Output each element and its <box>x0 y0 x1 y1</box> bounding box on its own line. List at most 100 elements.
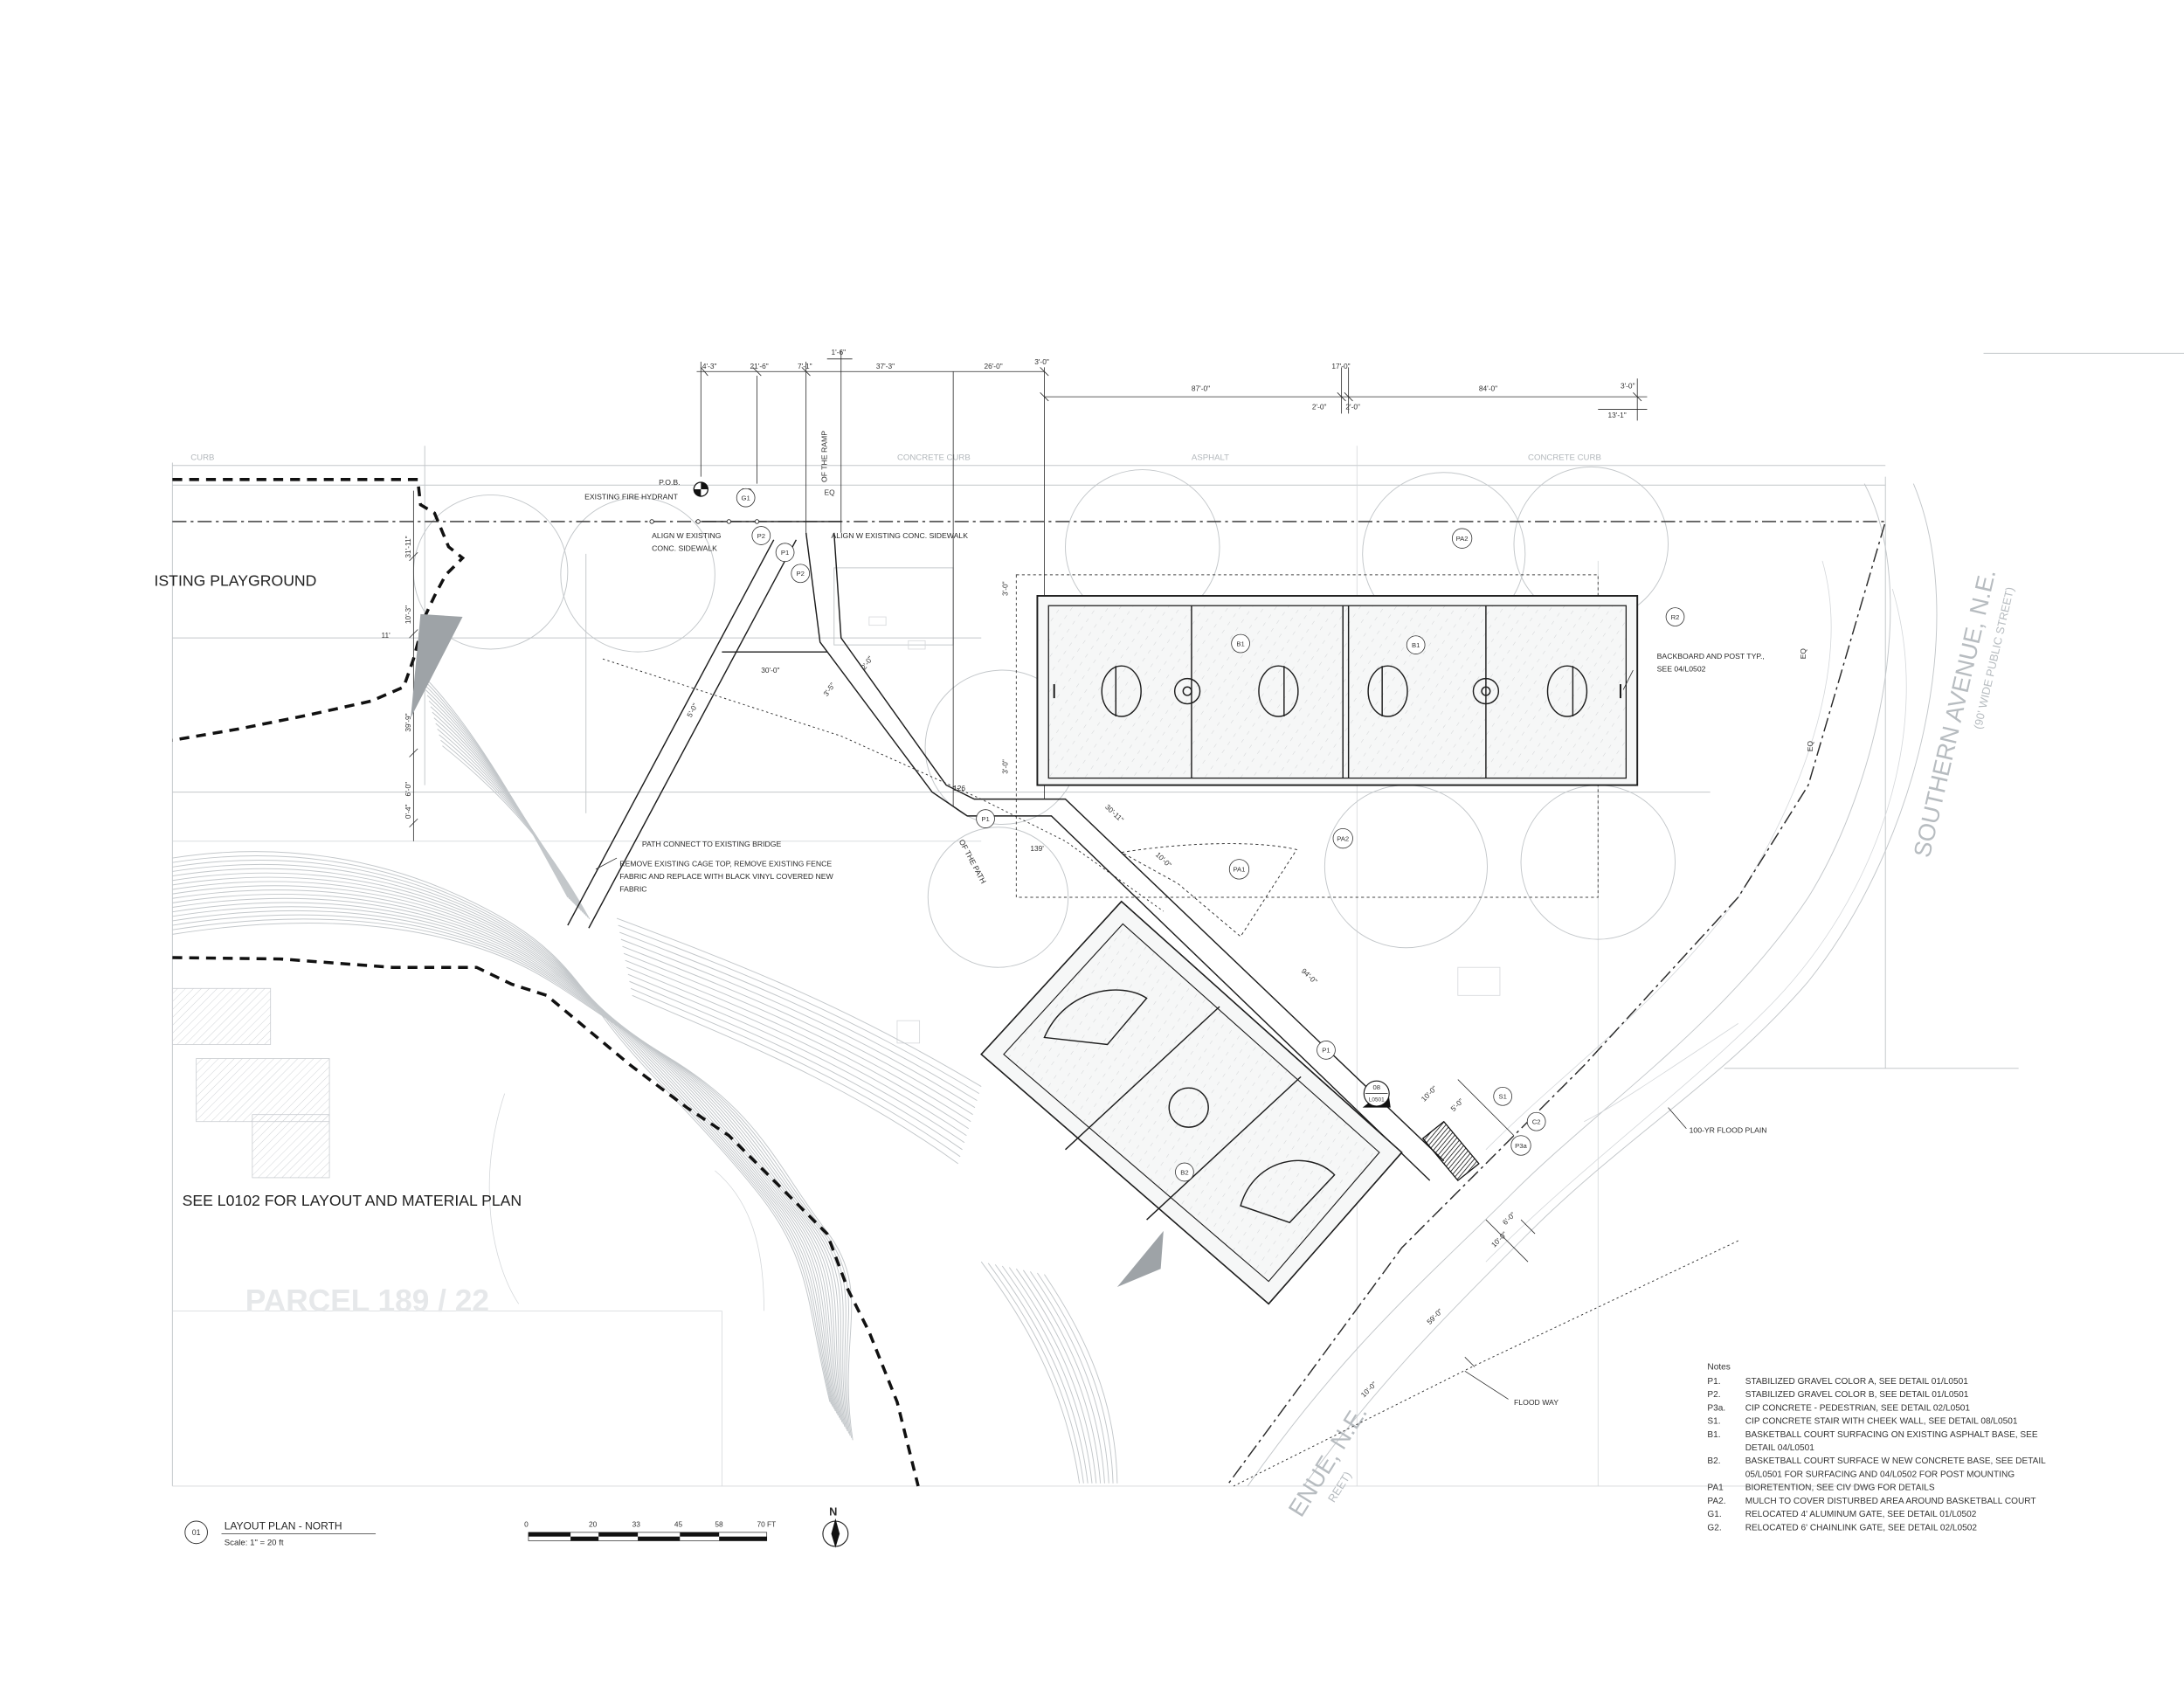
tag-p2[interactable]: P2 <box>751 526 771 545</box>
dimension-label: 31'-11" <box>404 536 412 557</box>
path-label: OF THE PATH <box>957 838 988 885</box>
tag-p1[interactable]: P1 <box>976 809 995 828</box>
dimension-lines <box>409 350 1648 1367</box>
dimension-label: 10'-0" <box>1420 1084 1439 1103</box>
survey-label: CONCRETE CURB <box>897 453 971 462</box>
note-text: DETAIL 04/L0501 <box>1745 1443 1815 1453</box>
dimension-label: 3'-0" <box>1621 381 1635 390</box>
tag-label: G1 <box>742 494 750 502</box>
center-circle <box>1168 1087 1209 1128</box>
tag-p1[interactable]: P1 <box>775 543 795 563</box>
dimension-label: 10'-0" <box>1154 850 1173 869</box>
tag-label: P2 <box>797 570 805 578</box>
tag-b1[interactable]: B1 <box>1231 633 1250 654</box>
tag-b2[interactable]: B2 <box>1175 1162 1194 1182</box>
dimension-label: 84'-0" <box>1479 384 1497 393</box>
topo-contour-line <box>980 1261 1081 1484</box>
path-edge <box>833 532 1445 1162</box>
note-code: P3a. <box>1707 1403 1725 1413</box>
backboard-note: BACKBOARD AND POST TYP., <box>1657 652 1765 661</box>
existing-building <box>171 987 272 1045</box>
dimension-label: 2'-0" <box>1345 403 1360 412</box>
basketball-court-b2 <box>980 900 1403 1305</box>
topo-contour-line <box>430 706 578 908</box>
drawing-number: 01 <box>192 1528 201 1537</box>
tag-label: B2 <box>1180 1168 1188 1176</box>
tag-p2[interactable]: P2 <box>791 564 811 584</box>
topo-contour-line <box>437 729 585 915</box>
align-sidewalk-label: CONC. SIDEWALK <box>652 544 717 553</box>
note-code: S1. <box>1707 1417 1720 1427</box>
free-throw-key <box>1240 1159 1336 1224</box>
tag-pa2[interactable]: PA2 <box>1332 827 1353 849</box>
tag-label: B1 <box>1236 640 1244 647</box>
tag-p3a[interactable]: P3a <box>1510 1135 1531 1156</box>
dimension-label: 11' <box>381 631 390 640</box>
dimension-label: 3'-0" <box>1001 759 1010 774</box>
tag-r2[interactable]: R2 <box>1665 607 1685 626</box>
scale-label: 33 <box>632 1519 641 1528</box>
north-arrow-icon: N <box>822 1505 849 1548</box>
survey-structure <box>908 640 926 650</box>
topo-contour-line <box>626 966 967 1137</box>
leader-line <box>1668 1107 1687 1130</box>
tag-s1[interactable]: S1 <box>1493 1087 1512 1106</box>
topo-contour-line <box>1015 1268 1102 1484</box>
topo-contour-line <box>630 987 961 1158</box>
callout-detail-number: 08 <box>1372 1083 1380 1091</box>
topo-contour-line <box>622 945 973 1116</box>
survey-curve <box>715 1170 764 1311</box>
stair-s1 <box>1421 1120 1480 1182</box>
survey-label: CONCRETE CURB <box>1528 453 1601 462</box>
tag-pa2[interactable]: PA2 <box>1451 528 1473 549</box>
annotations: P.O.B. EXISTING FIRE HYDRANT ALIGN W EXI… <box>155 431 1814 1407</box>
material-tags: G1 P2 P1 P2 PA2 R2 B1 B1 PA2 PA1 P1 P1 B… <box>736 488 1685 1182</box>
fence-note: FABRIC AND REPLACE WITH BLACK VINYL COVE… <box>619 872 833 881</box>
dimension-label: 87'-0" <box>1192 384 1210 393</box>
fence-note: FABRIC <box>619 885 646 894</box>
dimension-label: 3'-0" <box>1001 581 1010 596</box>
dimension-label: 6'-0" <box>1501 1210 1517 1227</box>
tag-pa1[interactable]: PA1 <box>1228 859 1250 880</box>
topo-contour-line <box>619 931 978 1102</box>
dimension-label: 37'-3" <box>876 362 895 370</box>
bioretention-area-pa1 <box>1120 843 1298 937</box>
dimension-label: 30'-11" <box>1103 802 1125 824</box>
topo-contour-line <box>426 695 575 904</box>
scale-label: 45 <box>674 1519 683 1528</box>
center-circle <box>1472 677 1500 705</box>
tag-c2[interactable]: C2 <box>1526 1111 1546 1131</box>
topo-contour-line <box>616 917 982 1088</box>
dimension-label: 1'-6" <box>832 348 847 356</box>
survey-curve <box>488 1093 520 1304</box>
note-text: STABILIZED GRAVEL COLOR B, SEE DETAIL 01… <box>1745 1390 1969 1400</box>
layout-linework <box>172 350 1887 1487</box>
scale-label: 58 <box>715 1519 723 1528</box>
topo-contour-line <box>433 717 582 911</box>
survey-structure <box>868 616 887 626</box>
playground-label: ISTING PLAYGROUND <box>155 572 317 590</box>
dimension-label: 6'-0" <box>404 782 412 797</box>
tag-p1[interactable]: P1 <box>1317 1041 1336 1060</box>
dimension-label: 3'-0" <box>1034 357 1049 366</box>
scale-label: 20 <box>589 1519 598 1528</box>
topo-contour-line <box>1001 1265 1093 1484</box>
dimension-label: 4'-3" <box>702 362 717 370</box>
topo-contour-line <box>172 923 854 1441</box>
tag-g1[interactable]: G1 <box>736 488 756 508</box>
existing-building <box>196 1058 330 1123</box>
topo-contour-line <box>629 980 963 1151</box>
dimension-label: 3'-5" <box>821 681 837 697</box>
survey-label: CURB <box>190 453 214 462</box>
dimension-label: 0'-4" <box>404 804 412 819</box>
free-throw-circle <box>1546 665 1588 717</box>
detail-callout[interactable]: 08 L0501 <box>1362 1080 1391 1108</box>
note-code: G1. <box>1707 1510 1721 1519</box>
topo-contour-line <box>442 745 591 920</box>
survey-structure <box>833 567 954 646</box>
note-text: 05/L0501 FOR SURFACING AND 04/L0502 FOR … <box>1745 1470 2015 1479</box>
eq-label: EQ <box>825 488 836 496</box>
dimension-label: 39'-9" <box>404 713 412 731</box>
tag-b1[interactable]: B1 <box>1406 635 1426 654</box>
dimension-label: 5'-0" <box>1448 1097 1465 1113</box>
